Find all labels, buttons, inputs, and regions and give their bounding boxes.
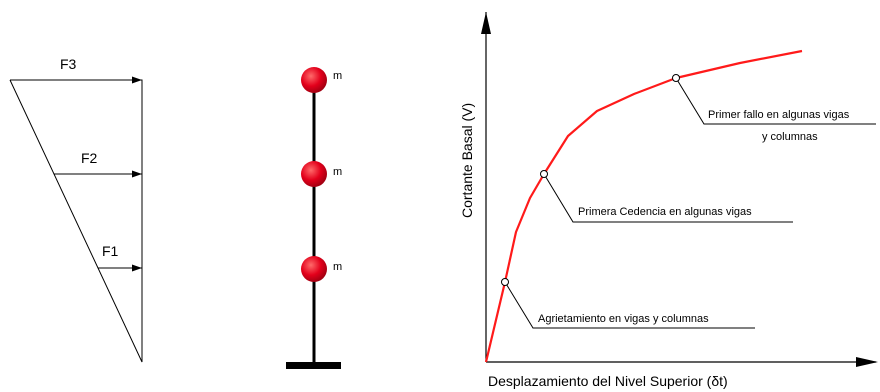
point-first-yield (540, 170, 548, 178)
annotation-cracking: Agrietamiento en vigas y columnas (538, 313, 709, 325)
y-axis-arrowhead (481, 12, 491, 34)
y-axis-label: Cortante Basal (V) (459, 103, 475, 218)
capacity-curve (484, 49, 803, 363)
pushover-curve-plot: Cortante Basal (V) Desplazamiento del Ni… (459, 12, 878, 389)
lumped-mass-model: m m m (286, 67, 342, 369)
mass-node-top (301, 67, 327, 93)
point-first-failure (672, 74, 680, 82)
mass-label-middle: m (333, 166, 342, 178)
force-label-f2: F2 (81, 150, 98, 166)
force-triangle (9, 79, 143, 363)
mass-node-bottom (301, 256, 327, 282)
force-distribution-diagram: F3 F2 F1 (9, 56, 143, 363)
mass-label-bottom: m (333, 261, 342, 273)
force-label-f3: F3 (60, 56, 77, 72)
mass-node-middle (301, 161, 327, 187)
annotation-first-yield: Primera Cedencia en algunas vigas (578, 206, 752, 218)
x-axis-arrowhead (856, 357, 878, 367)
leader-line-first-yield (543, 173, 793, 223)
leader-line-cracking (504, 281, 755, 329)
mass-label-top: m (333, 70, 342, 82)
annotation-first-failure-line2: y columnas (762, 131, 818, 143)
force-label-f1: F1 (102, 243, 119, 259)
leader-line-first-failure (675, 77, 876, 125)
annotation-first-failure-line1: Primer fallo en algunas vigas (708, 109, 850, 121)
x-axis-label: Desplazamiento del Nivel Superior (δt) (488, 373, 728, 389)
fixed-base-support (286, 362, 341, 369)
point-cracking (501, 278, 509, 286)
